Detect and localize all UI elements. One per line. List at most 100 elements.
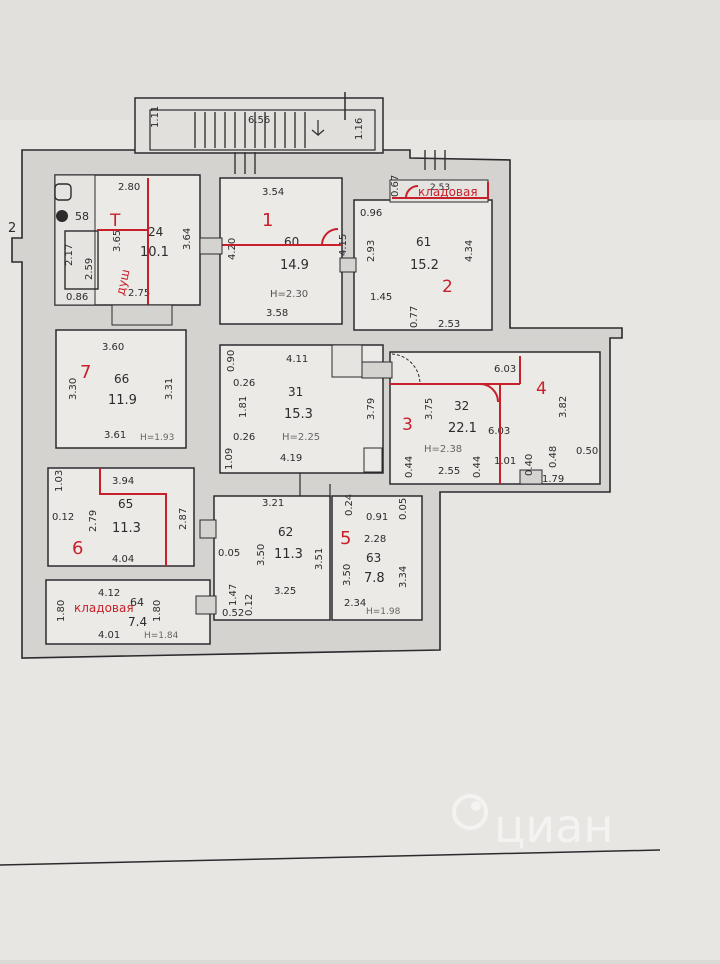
annotation-number: 3 bbox=[402, 415, 413, 435]
page-mark: 2 bbox=[8, 221, 16, 236]
dim-label: 0.44 bbox=[404, 456, 415, 478]
room-height: H=1.93 bbox=[140, 433, 174, 443]
dim-label: 3.94 bbox=[112, 476, 134, 487]
room-number: 64 bbox=[130, 596, 144, 609]
room-65: 1.03 3.94 0.12 2.79 2.87 4.04 65 11.3 6 bbox=[47, 467, 195, 567]
dim-label: 4.20 bbox=[227, 238, 238, 260]
dim-label: 4.34 bbox=[464, 240, 475, 262]
dim-label: 3.31 bbox=[164, 378, 175, 400]
dim-label: 1.09 bbox=[224, 448, 235, 470]
dim-label: 2.55 bbox=[438, 466, 460, 477]
room-64: 4.12 1.80 1.80 4.01 64 7.4 H=1.84 кладов… bbox=[45, 579, 211, 645]
dim-label: 3.25 bbox=[274, 586, 296, 597]
dim-label: 3.60 bbox=[102, 342, 124, 353]
dim-label: 0.86 bbox=[66, 292, 88, 303]
room-area: 14.9 bbox=[280, 258, 309, 273]
dim-label: 2.28 bbox=[364, 534, 386, 545]
room-area: 15.2 bbox=[410, 258, 439, 273]
room-area: 15.3 bbox=[284, 407, 313, 422]
room-number: 32 bbox=[454, 399, 469, 413]
dim-label: 3.50 bbox=[256, 544, 267, 566]
annotation-number: 1 bbox=[262, 210, 273, 231]
dim-label: 3.82 bbox=[558, 396, 569, 418]
dim-label: 1.80 bbox=[56, 600, 67, 622]
dim-label: 0.77 bbox=[409, 306, 420, 328]
dim-label: 1.45 bbox=[370, 292, 392, 303]
room-number: 66 bbox=[114, 372, 129, 386]
annotation-number: 6 bbox=[72, 538, 83, 559]
dim-label: 1.80 bbox=[152, 600, 163, 622]
dim-label: 3.64 bbox=[182, 228, 193, 250]
room-number: 65 bbox=[118, 497, 133, 511]
dim-label: 2.53 bbox=[438, 319, 460, 330]
dim-label: 0.96 bbox=[360, 208, 382, 219]
room-area: 11.3 bbox=[274, 547, 303, 562]
room-62: 3.21 0.05 3.50 3.51 3.25 1.47 0.52 0.12 … bbox=[213, 495, 331, 621]
dim-label: 2.53 bbox=[430, 183, 450, 193]
room-32: 6.03 3.75 6.03 3.82 0.44 2.55 0.44 1.01 … bbox=[389, 351, 601, 485]
room-height: H=2.30 bbox=[270, 289, 308, 300]
room-height: H=2.25 bbox=[282, 432, 320, 443]
annotation-number: 7 bbox=[80, 362, 91, 383]
page-rule-line bbox=[0, 849, 661, 866]
dim-label: 2.93 bbox=[366, 240, 377, 262]
dim-label: 4.15 bbox=[338, 234, 349, 256]
dim-label: 0.50 bbox=[576, 446, 598, 457]
stair-steps bbox=[190, 112, 310, 148]
dim-label: 0.40 bbox=[524, 454, 535, 476]
dim-label: 3.75 bbox=[424, 398, 435, 420]
watermark-text: циан bbox=[494, 799, 613, 853]
dim-label: 2.79 bbox=[88, 510, 99, 532]
room-number: 63 bbox=[366, 551, 381, 565]
room-number: 24 bbox=[148, 225, 163, 239]
dim-label: 3.54 bbox=[262, 187, 284, 198]
room-height: H=1.84 bbox=[144, 631, 179, 641]
dim-label: 1.03 bbox=[54, 470, 65, 492]
dim-label: 3.65 bbox=[112, 230, 123, 252]
toilet-icon bbox=[54, 183, 72, 201]
room-60: 3.54 4.20 4.15 3.58 60 14.9 H=2.30 1 bbox=[200, 177, 349, 325]
dim-label: 4.12 bbox=[98, 588, 120, 599]
dim-label: 4.19 bbox=[280, 453, 302, 464]
dim-label: 0.05 bbox=[398, 498, 409, 520]
dim-label: 6.56 bbox=[248, 115, 270, 126]
annotation-storage: кладовая bbox=[74, 601, 134, 615]
dim-label: 2.34 bbox=[344, 598, 366, 609]
watermark: циан bbox=[452, 794, 613, 853]
dim-label: 0.12 bbox=[244, 594, 255, 616]
room-31: 0.90 4.11 0.26 1.81 0.26 3.79 1.09 4.19 … bbox=[219, 344, 384, 474]
room-number: 31 bbox=[288, 385, 303, 399]
dim-label: 2.17 bbox=[64, 244, 75, 266]
dim-label: 1.79 bbox=[542, 474, 564, 485]
dim-label: 1.81 bbox=[238, 396, 249, 418]
room-63: 0.24 0.91 0.05 2.28 3.50 3.34 2.34 63 7.… bbox=[331, 494, 423, 621]
stair-arrow-icon bbox=[311, 120, 325, 137]
room-area: 22.1 bbox=[448, 421, 477, 436]
annotation-storage: кладовая bbox=[418, 185, 478, 199]
annotation-number: 2 bbox=[442, 277, 453, 297]
room-area: 7.4 bbox=[128, 615, 147, 629]
dim-label: 2.87 bbox=[178, 508, 189, 530]
dim-label: 1.47 bbox=[228, 584, 239, 606]
dim-label: 0.12 bbox=[52, 512, 74, 523]
sink-icon bbox=[56, 210, 68, 222]
room-24: 58 2.80 3.65 3.64 2.17 2.59 0.86 2.75 24… bbox=[54, 174, 201, 306]
dim-label: 2.59 bbox=[84, 258, 95, 280]
room-area: 11.9 bbox=[108, 393, 137, 408]
dim-label: 3.51 bbox=[314, 548, 325, 570]
dim-label: 0.52 bbox=[222, 608, 244, 619]
dim-label: 0.44 bbox=[472, 456, 483, 478]
bathtub-icon bbox=[64, 230, 99, 290]
dim-label: 1.16 bbox=[354, 118, 365, 140]
dim-label: 3.58 bbox=[266, 308, 288, 319]
room-number: 60 bbox=[284, 235, 299, 249]
dim-label: 3.21 bbox=[262, 498, 284, 509]
dim-label: 0.91 bbox=[366, 512, 388, 523]
dim-label: 3.79 bbox=[366, 398, 377, 420]
dim-label: 0.24 bbox=[344, 494, 355, 516]
annotation-number: 4 bbox=[536, 379, 547, 399]
stair-block: 1.11 6.56 1.16 bbox=[134, 92, 450, 174]
dim-label: 4.11 bbox=[286, 354, 308, 365]
